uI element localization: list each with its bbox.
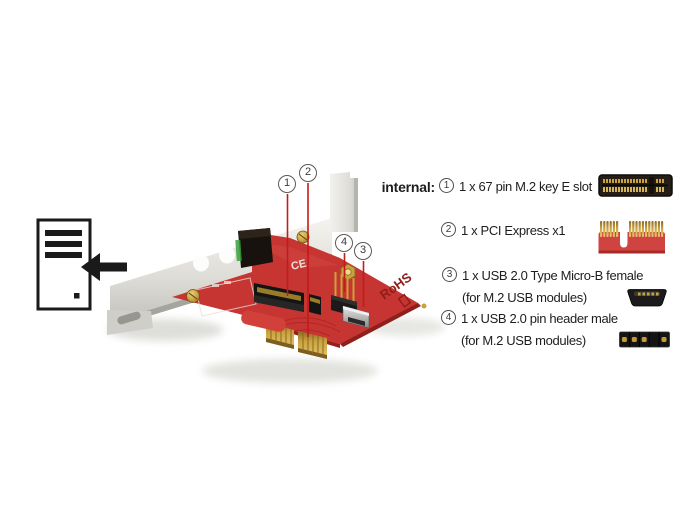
callout-bubble-3: 3: [354, 242, 372, 260]
m2-pins-bottom: [603, 187, 664, 192]
usb-micro-b-female-icon: [627, 289, 667, 307]
legend-text-4: 1 x USB 2.0 pin header male: [461, 311, 618, 326]
legend-text-3: 1 x USB 2.0 Type Micro-B female: [462, 268, 644, 283]
header-pins: [621, 337, 667, 342]
legend-text-4b: (for M.2 USB modules): [461, 333, 586, 348]
pcie-x1-edge-icon: [598, 220, 665, 254]
usb-pin-header-icon: [619, 331, 670, 348]
legend-num-4: 4: [441, 310, 456, 325]
internal-install-icon: [36, 218, 127, 311]
legend-num-1: 1: [439, 178, 454, 193]
insert-arrow-icon: [81, 253, 127, 281]
power-button-dot: [74, 293, 80, 299]
callout-bubble-1: 1: [278, 175, 296, 193]
ce-mark: CE: [290, 258, 308, 273]
micro-b-pins: [638, 292, 659, 296]
legend-text-2: 1 x PCI Express x1: [461, 223, 566, 238]
component-block: [235, 228, 273, 268]
pcie-key-notch: [620, 220, 628, 248]
legend-heading: internal:: [381, 179, 436, 195]
callout-bubble-4: 4: [335, 234, 353, 252]
legend-text-1: 1 x 67 pin M.2 key E slot: [459, 179, 592, 194]
pcb-corner-tab: [241, 310, 286, 332]
m2-pins-top: [603, 179, 664, 183]
legend-num-2: 2: [441, 222, 456, 237]
callout-bubble-2: 2: [299, 164, 317, 182]
legend-text-3b: (for M.2 USB modules): [462, 290, 587, 305]
m2-key-e-slot-icon: [598, 174, 673, 197]
bracket-tab: [330, 172, 358, 232]
legend-num-3: 3: [442, 267, 457, 282]
usb-micro-b-connector: [342, 305, 370, 329]
callout-lines: [286, 183, 365, 337]
m2-key-e-slot: [254, 283, 321, 315]
